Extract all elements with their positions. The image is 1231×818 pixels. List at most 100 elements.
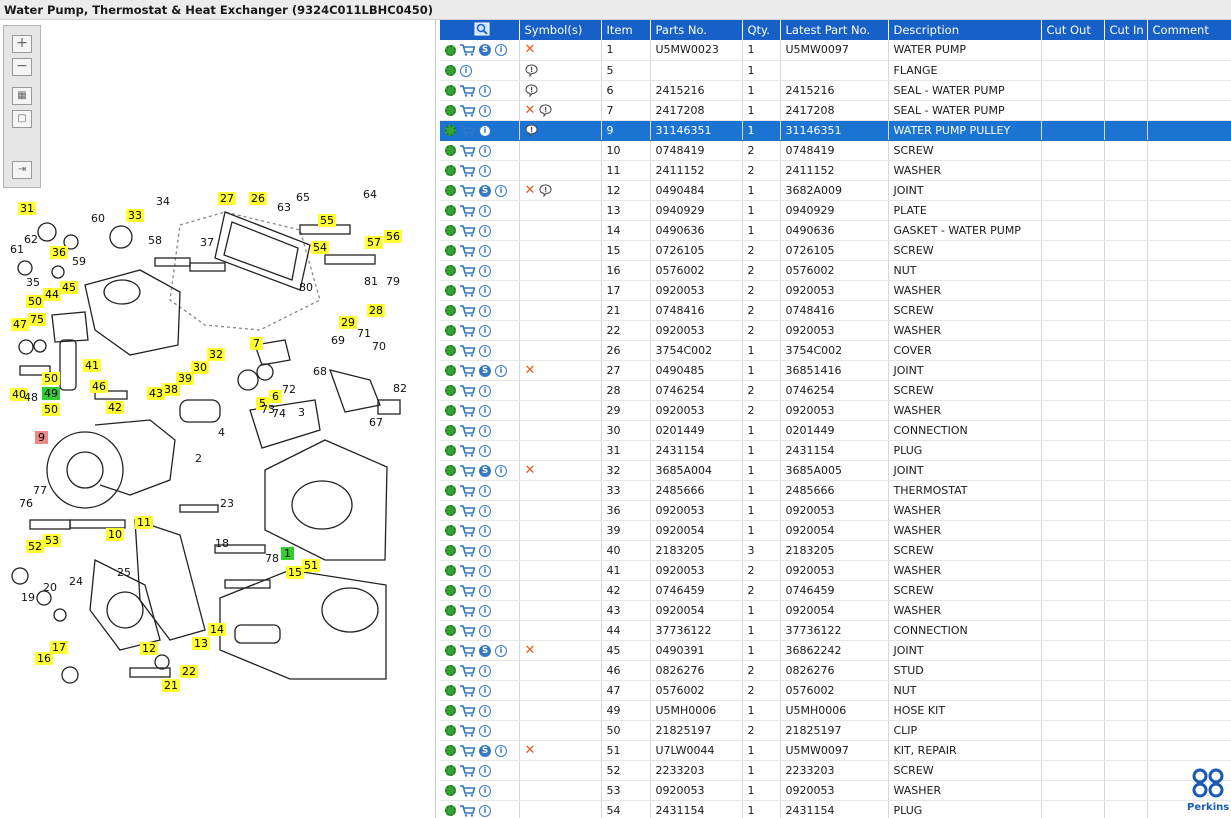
- info-icon[interactable]: i: [479, 704, 491, 717]
- comment-icon[interactable]: [524, 64, 538, 78]
- gear-icon[interactable]: [445, 345, 456, 356]
- cart-icon[interactable]: [460, 304, 476, 317]
- info-icon[interactable]: i: [479, 684, 491, 697]
- diagram-callout[interactable]: 32: [207, 348, 225, 361]
- comment-icon[interactable]: [524, 84, 538, 98]
- info-icon[interactable]: i: [479, 584, 491, 597]
- cart-icon[interactable]: [460, 764, 476, 777]
- gear-icon[interactable]: [445, 745, 456, 756]
- diagram-callout[interactable]: 41: [83, 359, 101, 372]
- diagram-callout[interactable]: 47: [11, 318, 29, 331]
- cart-icon[interactable]: [460, 464, 476, 477]
- cart-icon[interactable]: [460, 144, 476, 157]
- zoom-in-icon[interactable]: +: [12, 35, 32, 53]
- cart-icon[interactable]: [460, 564, 476, 577]
- diagram-callout[interactable]: 13: [192, 637, 210, 650]
- diagram-callout[interactable]: 1: [281, 547, 294, 560]
- info-icon[interactable]: i: [479, 444, 491, 457]
- info-icon[interactable]: i: [460, 64, 472, 77]
- info-icon[interactable]: i: [479, 244, 491, 257]
- zoom-out-icon[interactable]: −: [12, 58, 32, 76]
- column-header-parts-no[interactable]: Parts No.: [650, 20, 743, 40]
- diagram-callout[interactable]: 51: [302, 559, 320, 572]
- actual-size-icon[interactable]: ▢: [12, 110, 32, 128]
- diagram-callout[interactable]: 50: [26, 295, 44, 308]
- gear-icon[interactable]: [445, 545, 456, 556]
- diagram-callout[interactable]: 42: [106, 401, 124, 414]
- gear-icon[interactable]: [445, 525, 456, 536]
- info-icon[interactable]: i: [479, 484, 491, 497]
- comment-icon[interactable]: [539, 184, 552, 198]
- diagram-callout[interactable]: 31: [18, 202, 36, 215]
- diagram-callout[interactable]: 75: [28, 313, 46, 326]
- gear-icon[interactable]: [445, 665, 456, 676]
- info-icon[interactable]: i: [479, 764, 491, 777]
- column-header-item[interactable]: Item: [601, 20, 651, 40]
- diagram-callout[interactable]: 26: [249, 192, 267, 205]
- info-icon[interactable]: i: [479, 224, 491, 237]
- service-icon[interactable]: S: [479, 464, 491, 477]
- info-icon[interactable]: i: [479, 564, 491, 577]
- cart-icon[interactable]: [460, 444, 476, 457]
- diagram-callout[interactable]: 27: [218, 192, 236, 205]
- gear-icon[interactable]: [445, 625, 456, 636]
- info-icon[interactable]: i: [479, 404, 491, 417]
- cart-icon[interactable]: [460, 324, 476, 337]
- cart-icon[interactable]: [460, 504, 476, 517]
- diagram-callout[interactable]: 38: [162, 383, 180, 396]
- cart-icon[interactable]: [460, 264, 476, 277]
- service-icon[interactable]: S: [479, 184, 491, 197]
- gear-icon[interactable]: [445, 445, 456, 456]
- service-icon[interactable]: S: [479, 744, 491, 757]
- diagram-callout[interactable]: 54: [311, 241, 329, 254]
- diagram-callout[interactable]: 21: [162, 679, 180, 692]
- gear-icon[interactable]: [445, 585, 456, 596]
- gear-icon[interactable]: [445, 145, 456, 156]
- diagram-callout[interactable]: 44: [43, 288, 61, 301]
- cart-icon[interactable]: [460, 784, 476, 797]
- info-icon[interactable]: i: [479, 144, 491, 157]
- info-icon[interactable]: i: [495, 184, 507, 197]
- diagram-callout[interactable]: 15: [286, 566, 304, 579]
- comment-icon[interactable]: [524, 124, 538, 138]
- diagram-callout[interactable]: 10: [106, 528, 124, 541]
- diagram-callout[interactable]: 46: [90, 380, 108, 393]
- diagram-callout[interactable]: 22: [180, 665, 198, 678]
- gear-icon[interactable]: [445, 685, 456, 696]
- gear-icon[interactable]: [445, 385, 456, 396]
- cart-icon[interactable]: [460, 364, 476, 377]
- cart-icon[interactable]: [460, 284, 476, 297]
- gear-icon[interactable]: [445, 425, 456, 436]
- gear-icon[interactable]: [445, 44, 456, 56]
- column-header-tools[interactable]: [440, 20, 520, 40]
- info-icon[interactable]: i: [495, 364, 507, 377]
- cart-icon[interactable]: [460, 744, 476, 757]
- service-icon[interactable]: S: [479, 364, 491, 377]
- service-icon[interactable]: S: [479, 644, 491, 657]
- info-icon[interactable]: i: [479, 524, 491, 537]
- gear-icon[interactable]: [445, 805, 456, 816]
- gear-icon[interactable]: [445, 185, 456, 196]
- info-icon[interactable]: i: [495, 644, 507, 657]
